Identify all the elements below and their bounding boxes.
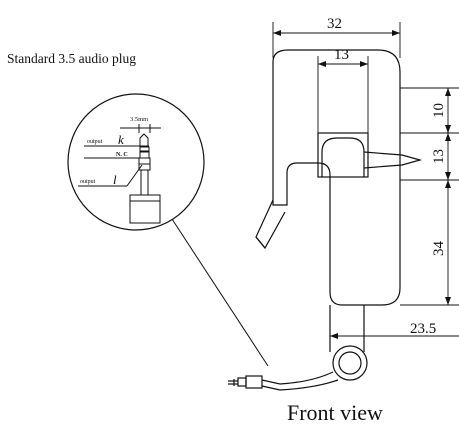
caption-front-view: Front view	[287, 400, 383, 425]
dim-overall-width: 32	[327, 16, 342, 32]
dimension-arrows	[273, 30, 451, 339]
output-l-symbol: l	[113, 172, 117, 187]
dimension-lines	[272, 22, 459, 337]
plug-title: Standard 3.5 audio plug	[7, 51, 136, 66]
output-k-symbol: k	[118, 132, 124, 147]
output-k-label: output	[87, 139, 103, 145]
plug-diameter-label: 3.5mm	[130, 116, 148, 123]
leader-line	[171, 218, 269, 367]
dim-window-width: 13	[334, 47, 349, 63]
dim-lead-offset: 23.5	[410, 321, 436, 337]
dim-window-height: 13	[431, 149, 447, 164]
dim-top-height: 10	[431, 103, 447, 118]
sensor-body-outline	[228, 49, 423, 391]
nc-label: N. C	[116, 152, 128, 158]
plug-detail-drawing	[78, 124, 161, 224]
dim-lower-height: 34	[431, 241, 447, 257]
plug-detail-circle	[67, 93, 205, 231]
output-l-label: output	[80, 179, 96, 185]
